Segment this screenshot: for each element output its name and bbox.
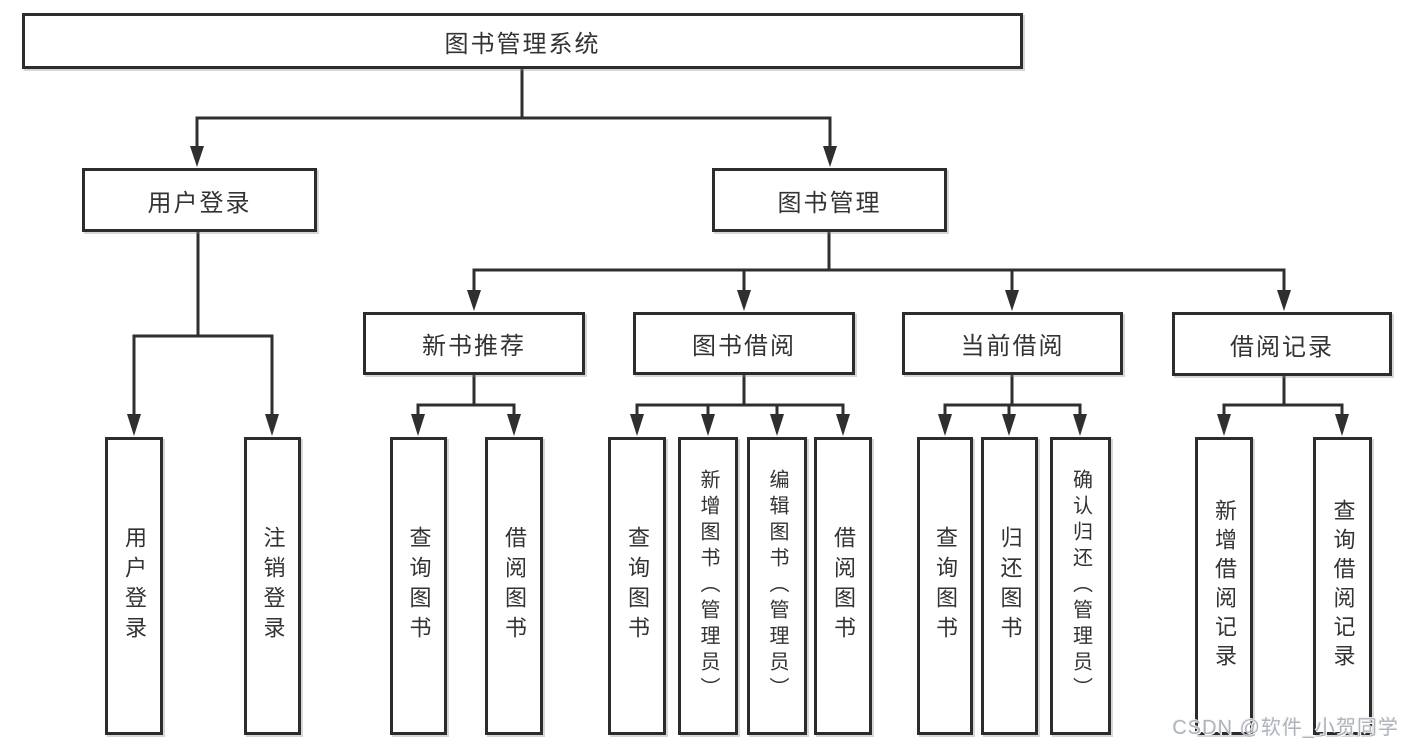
arrowhead: [1335, 414, 1349, 436]
leaf-cb-confirm-return: 确认归还（管理员）: [1050, 437, 1111, 735]
node-root-label: 图书管理系统: [444, 30, 601, 58]
arrowhead: [1217, 414, 1231, 436]
leaf-cb-query-books: 查询图书: [917, 437, 973, 735]
leaf-cb-query-books-label: 查询图书: [933, 526, 958, 646]
leaf-br-query-record: 查询借阅记录: [1313, 437, 1372, 735]
connector-user-login-children: [127, 229, 279, 436]
leaf-cb-return-books: 归还图书: [981, 437, 1038, 735]
arrowhead: [467, 290, 481, 311]
arrowhead: [127, 414, 141, 436]
node-user-login-label: 用户登录: [147, 189, 252, 217]
arrowhead: [411, 414, 425, 436]
connector-book-mgmt-children: [467, 229, 1291, 311]
arrowhead: [1073, 414, 1087, 436]
watermark-text: CSDN @软件_小贺同学: [1172, 717, 1399, 739]
arrowhead: [630, 414, 644, 436]
arrowhead: [737, 290, 751, 311]
leaf-rec-query-books: 查询图书: [390, 437, 447, 735]
arrowhead: [265, 414, 279, 436]
leaf-cb-return-books-label: 归还图书: [997, 526, 1023, 646]
arrowhead: [770, 414, 784, 436]
arrowhead: [701, 414, 715, 436]
leaf-user-login: 用户登录: [105, 437, 163, 735]
leaf-bb-borrow-books-label: 借阅图书: [831, 526, 856, 646]
leaf-bb-edit-books-label: 编辑图书（管理员）: [766, 469, 788, 703]
leaf-br-add-record: 新增借阅记录: [1195, 437, 1253, 735]
node-book-borrow-label: 图书借阅: [692, 333, 796, 360]
connector-book-borrow-children: [630, 372, 850, 436]
arrowhead: [823, 146, 837, 167]
node-borrow-records-label: 借阅记录: [1230, 333, 1334, 361]
node-book-mgmt-label: 图书管理: [777, 189, 882, 217]
leaf-bb-edit-books: 编辑图书（管理员）: [747, 437, 807, 735]
arrowhead: [507, 414, 521, 436]
leaf-bb-add-books-label: 新增图书（管理员）: [697, 469, 719, 703]
node-new-book-rec-label: 新书推荐: [422, 333, 526, 360]
arrowhead: [1005, 290, 1019, 311]
leaf-bb-borrow-books: 借阅图书: [814, 437, 872, 735]
leaf-br-query-record-label: 查询借阅记录: [1330, 499, 1356, 673]
leaf-bb-query-books-label: 查询图书: [625, 526, 650, 646]
leaf-logout-label: 注销登录: [260, 526, 286, 646]
connector-root-to-level2: [190, 67, 837, 167]
arrowhead: [1002, 414, 1016, 436]
arrowhead: [836, 414, 850, 436]
connector-current-borrow-children: [938, 372, 1087, 436]
leaf-rec-borrow-books-label: 借阅图书: [502, 526, 527, 646]
node-root: 图书管理系统: [22, 13, 1023, 69]
arrowhead: [190, 146, 204, 167]
node-borrow-records: 借阅记录: [1172, 312, 1392, 376]
connector-borrow-records-children: [1217, 372, 1349, 436]
arrowhead: [1277, 290, 1291, 311]
node-book-borrow: 图书借阅: [633, 312, 855, 375]
leaf-rec-query-books-label: 查询图书: [406, 526, 432, 646]
leaf-user-login-label: 用户登录: [122, 526, 147, 646]
leaf-logout: 注销登录: [244, 437, 301, 735]
connector-new-book-rec-children: [411, 372, 521, 436]
leaf-bb-add-books: 新增图书（管理员）: [678, 437, 738, 735]
leaf-rec-borrow-books: 借阅图书: [485, 437, 543, 735]
node-new-book-rec: 新书推荐: [363, 312, 585, 375]
node-user-login: 用户登录: [82, 168, 317, 232]
node-current-borrow: 当前借阅: [902, 312, 1123, 375]
leaf-bb-query-books: 查询图书: [608, 437, 666, 735]
leaf-br-add-record-label: 新增借阅记录: [1212, 499, 1237, 673]
leaf-cb-confirm-return-label: 确认归还（管理员）: [1069, 469, 1092, 703]
node-current-borrow-label: 当前借阅: [960, 333, 1065, 360]
arrowhead: [938, 414, 952, 436]
node-book-mgmt: 图书管理: [712, 168, 947, 232]
